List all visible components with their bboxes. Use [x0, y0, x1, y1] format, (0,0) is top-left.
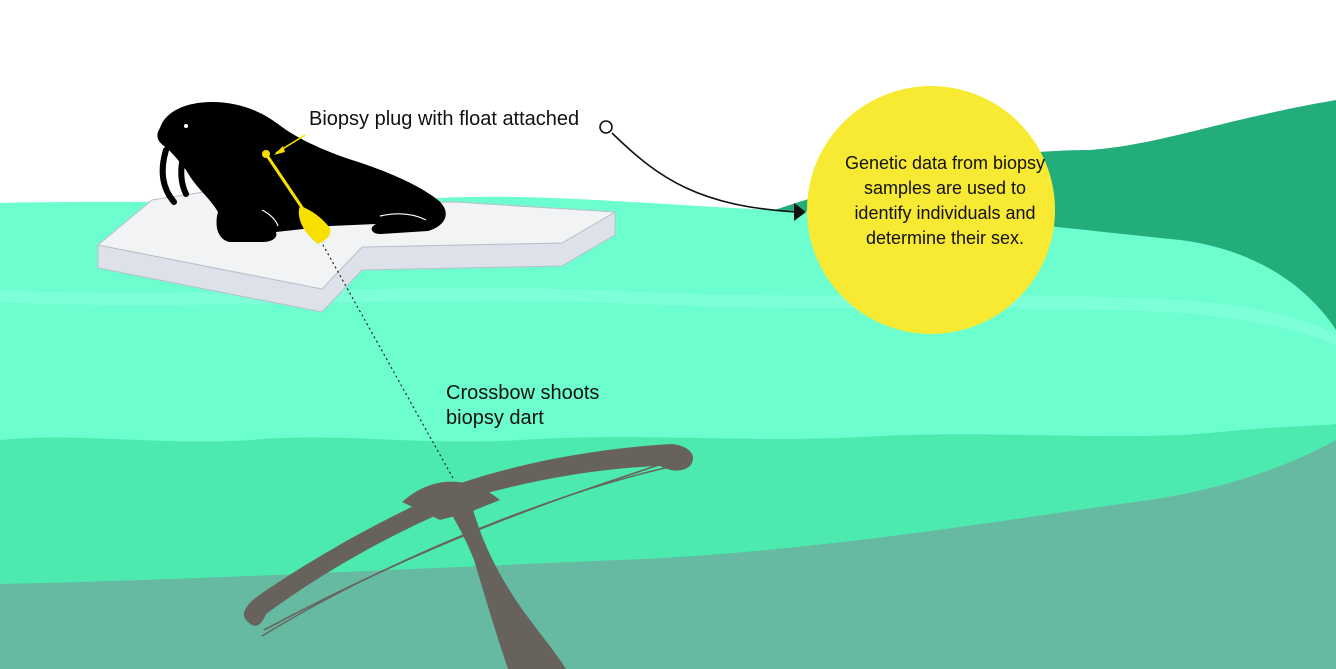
- crossbow-string-lower: [261, 463, 685, 637]
- genetic-data-label: Genetic data from biopsy samples are use…: [844, 153, 1046, 248]
- biopsy-float-icon: [262, 150, 331, 244]
- connector-arrowhead: [794, 203, 806, 221]
- dart-trajectory: [317, 235, 455, 481]
- connector-curve: [611, 132, 797, 213]
- walrus-eye: [184, 124, 188, 128]
- crossbow-stock: [444, 498, 566, 669]
- float-paddle: [298, 206, 331, 244]
- walrus-silhouette: [157, 102, 446, 242]
- walrus-flipper-line: [261, 209, 427, 227]
- crossbow-label-line-1: Crossbow shoots: [446, 382, 600, 404]
- crossbow-label: Crossbow shoots biopsy dart: [446, 381, 646, 431]
- walrus-tusk-right: [178, 149, 189, 197]
- plug-pointer-arrow: [274, 134, 306, 155]
- connector-arrow: [599, 120, 806, 221]
- sea-dark-layer: [0, 440, 1336, 669]
- connector-start-dot: [599, 120, 613, 134]
- float-tether: [264, 153, 307, 213]
- crossbow-label-line-2: biopsy dart: [446, 407, 544, 429]
- biopsy-plug-label: Biopsy plug with float attached: [309, 108, 580, 130]
- crossbow-icon: [243, 444, 694, 669]
- info-circle: [807, 86, 1055, 334]
- crossbow-limb-right: [452, 444, 694, 500]
- biopsy-plug: [262, 150, 270, 158]
- walrus-tusk-left: [159, 147, 177, 205]
- crossbow-limb-left: [243, 490, 458, 626]
- walrus-body: [157, 102, 446, 242]
